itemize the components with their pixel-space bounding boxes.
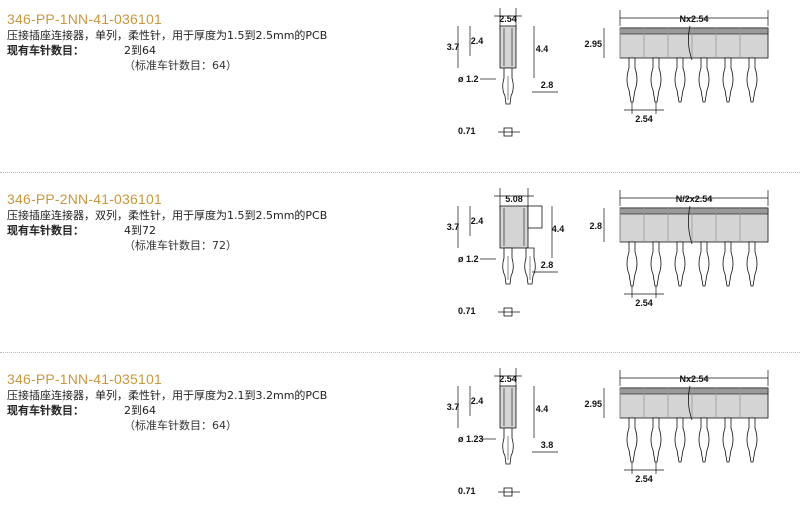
connector-section-1: 346-PP-1NN-41-036101 压接插座连接器，单列，柔性针，用于厚度…	[0, 0, 800, 172]
standard-pin-count: （标准车针数目：64）	[124, 59, 237, 72]
dimension-label: 2.54	[499, 374, 517, 384]
dimension-label: Nx2.54	[679, 374, 708, 384]
press-fit-pin	[698, 417, 710, 463]
dimension-label: Nx2.54	[679, 14, 708, 24]
dimension-label: N/2x2.54	[676, 194, 713, 204]
section-divider	[0, 172, 800, 173]
press-fit-pin	[746, 57, 758, 103]
dimension-label: 2.54	[635, 114, 653, 124]
product-description: 压接插座连接器，双列，柔性针，用于厚度为1.5到2.5mm的PCB	[7, 209, 328, 222]
dimension-label: 5.08	[505, 194, 523, 204]
dimension-label: 0.71	[458, 486, 476, 496]
side-view-drawing: 2.54 3.7 2.4 4.4 ø 1.2 2.8 0.71	[447, 8, 558, 137]
dimension-label: 2.8	[589, 221, 602, 231]
connector-body	[499, 25, 517, 69]
press-fit-pin	[650, 417, 662, 463]
dimension-label: 4.4	[536, 44, 549, 54]
dimension-label: 2.4	[471, 216, 484, 226]
dimension-label: ø 1.2	[458, 74, 479, 84]
connector-body	[499, 385, 517, 429]
press-fit-pin	[626, 57, 638, 103]
connector-body	[527, 205, 543, 229]
dimension-label: ø 1.2	[458, 254, 479, 264]
side-view-drawing: 5.08 3.7 2.4 4.4 ø 1.2 2.8 0.71	[447, 188, 565, 317]
dimension-label: 2.8	[541, 260, 554, 270]
pin-count-value: 4到72	[124, 224, 156, 237]
section-divider	[0, 352, 800, 353]
dimension-label: 3.7	[447, 42, 460, 52]
connector-top-edge	[619, 27, 769, 35]
side-view-drawing: 2.54 3.7 2.4 4.4 ø 1.23 3.8 0.71	[447, 368, 558, 497]
press-fit-pin	[674, 241, 686, 287]
press-fit-pin	[674, 417, 686, 463]
dimension-label: 4.4	[552, 224, 565, 234]
part-number: 346-PP-1NN-41-035101	[7, 371, 162, 387]
front-view-drawing: Nx2.54 2.95 2.54	[584, 370, 769, 484]
dimension-label: 2.54	[635, 474, 653, 484]
dimension-label: 0.71	[458, 126, 476, 136]
dimension-label: 3.8	[541, 440, 554, 450]
pin-count-row: 现有车针数目： 2到64	[7, 43, 427, 58]
press-fit-pin	[626, 417, 638, 463]
dimension-label: 2.4	[471, 36, 484, 46]
standard-pin-count: （标准车针数目：64）	[124, 419, 237, 432]
press-fit-pin	[722, 57, 734, 103]
press-fit-pin	[650, 241, 662, 287]
dimension-label: 2.54	[499, 14, 517, 24]
break-mark	[688, 385, 693, 421]
dimension-label: 2.4	[471, 396, 484, 406]
dimension-label: 4.4	[536, 404, 549, 414]
product-info: 346-PP-1NN-41-035101 压接插座连接器，单列，柔性针，用于厚度…	[7, 370, 427, 433]
break-mark	[688, 25, 693, 61]
front-view-drawing: Nx2.54 2.95 2.54	[584, 10, 769, 124]
product-info: 346-PP-2NN-41-036101 压接插座连接器，双列，柔性针，用于厚度…	[7, 190, 427, 253]
pin-count-label: 现有车针数目：	[7, 224, 84, 237]
dimension-label: ø 1.23	[458, 434, 484, 444]
press-fit-pin	[698, 57, 710, 103]
connector-top-edge	[619, 207, 769, 215]
product-description: 压接插座连接器，单列，柔性针，用于厚度为2.1到3.2mm的PCB	[7, 389, 328, 402]
press-fit-pin	[650, 57, 662, 103]
front-view-drawing: N/2x2.54 2.8 2.54	[589, 190, 769, 308]
product-description: 压接插座连接器，单列，柔性针，用于厚度为1.5到2.5mm的PCB	[7, 29, 328, 42]
pin-count-label: 现有车针数目：	[7, 44, 84, 57]
standard-pin-count: （标准车针数目：72）	[124, 239, 237, 252]
press-fit-pin	[698, 241, 710, 287]
pin-count-row: 现有车针数目： 2到64	[7, 403, 427, 418]
dimension-label: 2.95	[584, 39, 602, 49]
part-number: 346-PP-2NN-41-036101	[7, 191, 162, 207]
press-fit-pin	[722, 241, 734, 287]
product-info: 346-PP-1NN-41-036101 压接插座连接器，单列，柔性针，用于厚度…	[7, 10, 427, 73]
dimension-label: 2.95	[584, 399, 602, 409]
pin-count-row: 现有车针数目： 4到72	[7, 223, 427, 238]
press-fit-pin	[746, 241, 758, 287]
dimension-label: 3.7	[447, 222, 460, 232]
press-fit-pin	[722, 417, 734, 463]
press-fit-pin	[674, 57, 686, 103]
break-mark	[688, 205, 693, 245]
connector-section-3: 346-PP-1NN-41-035101 压接插座连接器，单列，柔性针，用于厚度…	[0, 360, 800, 532]
pin-count-value: 2到64	[124, 44, 156, 57]
press-fit-pin	[626, 241, 638, 287]
connector-top-edge	[619, 387, 769, 395]
dimension-label: 2.54	[635, 298, 653, 308]
connector-section-2: 346-PP-2NN-41-036101 压接插座连接器，双列，柔性针，用于厚度…	[0, 180, 800, 352]
pin-count-value: 2到64	[124, 404, 156, 417]
dimension-label: 0.71	[458, 306, 476, 316]
part-number: 346-PP-1NN-41-036101	[7, 11, 162, 27]
dimension-label: 2.8	[541, 80, 554, 90]
press-fit-pin	[746, 417, 758, 463]
dimension-label: 3.7	[447, 402, 460, 412]
pin-count-label: 现有车针数目：	[7, 404, 84, 417]
